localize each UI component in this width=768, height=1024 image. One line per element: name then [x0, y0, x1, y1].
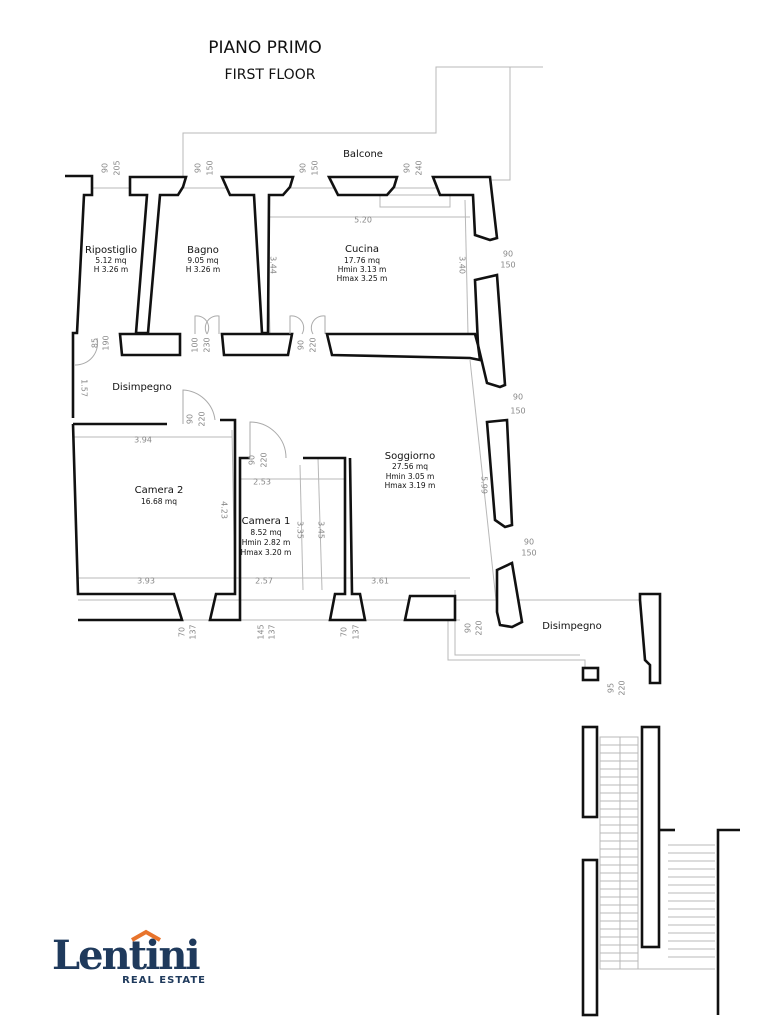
room-camera1-area: 8.52 mq: [250, 528, 281, 537]
room-ripostiglio-height: H 3.26 m: [94, 265, 128, 274]
room-cucina-name: Cucina: [345, 244, 379, 255]
dimension-label: 3.35: [296, 521, 305, 539]
room-bagno-area: 9.05 mq: [187, 256, 218, 265]
dimension-label: 220: [618, 680, 627, 695]
room-ripostiglio-area: 5.12 mq: [95, 256, 126, 265]
dimension-label: 90: [297, 340, 306, 350]
dimension-label: 90: [101, 163, 110, 173]
dimension-label: 95: [607, 683, 616, 693]
doors: [74, 315, 326, 459]
room-camera1-hmax: Hmax 3.20 m: [241, 548, 292, 557]
room-disimpegno-name: Disimpegno: [112, 382, 172, 393]
dimension-label: 240: [415, 160, 424, 175]
room-balcone-name: Balcone: [343, 149, 383, 160]
room-camera1-hmin: Hmin 2.82 m: [242, 538, 291, 547]
dimension-label: 3.93: [137, 577, 155, 586]
dimension-label: 220: [260, 452, 269, 467]
dimension-label: 220: [309, 337, 318, 352]
dimension-label: 190: [102, 335, 111, 350]
dimension-label: 5.20: [354, 216, 372, 225]
dimension-label: 90: [186, 414, 195, 424]
dimension-label: 90: [524, 538, 534, 547]
dimension-label: 150: [206, 160, 215, 175]
dimension-label: 90: [464, 623, 473, 633]
logo-brand: Lentini: [52, 932, 200, 979]
dimension-label: 3.94: [134, 436, 152, 445]
dimension-label: 137: [268, 624, 277, 639]
room-ripostiglio-name: Ripostiglio: [85, 245, 137, 256]
dimension-label: 4.23: [220, 501, 229, 519]
company-logo: Lentini REAL ESTATE: [52, 929, 206, 986]
dimension-label: 150: [311, 160, 320, 175]
dimension-label: 150: [521, 549, 536, 558]
dimension-label: 90: [403, 163, 412, 173]
room-disimpegno2-name: Disimpegno: [542, 621, 602, 632]
logo-roof-icon: [131, 929, 161, 942]
dimension-label: 220: [475, 620, 484, 635]
room-cucina-area: 17.76 mq: [344, 256, 380, 265]
dimension-label: 85: [91, 338, 100, 348]
dimension-label: 150: [500, 261, 515, 270]
dimension-label: 2.53: [253, 478, 271, 487]
dimension-label: 2.57: [255, 577, 273, 586]
dimension-label: 150: [510, 407, 525, 416]
room-soggiorno-area: 27.56 mq: [392, 462, 428, 471]
dimension-label: 5.99: [480, 476, 489, 494]
logo-tagline: REAL ESTATE: [122, 975, 206, 986]
dimension-label: 100: [191, 337, 200, 352]
plan-subtitle: FIRST FLOOR: [225, 67, 316, 83]
dimension-label: 220: [198, 411, 207, 426]
room-bagno-height: H 3.26 m: [186, 265, 220, 274]
dimension-label: 3.44: [269, 256, 278, 274]
room-soggiorno-hmin: Hmin 3.05 m: [386, 472, 435, 481]
dimension-label: 3.45: [317, 521, 326, 539]
dimension-label: 70: [178, 627, 187, 637]
room-soggiorno-name: Soggiorno: [385, 451, 435, 462]
dimension-label: 137: [189, 624, 198, 639]
dimension-label: 3.61: [371, 577, 389, 586]
room-bagno-name: Bagno: [187, 245, 219, 256]
staircase: [599, 736, 715, 970]
dimension-label: 145: [257, 624, 266, 639]
dimension-label: 90: [299, 163, 308, 173]
dimension-label: 137: [352, 624, 361, 639]
dimension-label: 70: [340, 627, 349, 637]
room-labels: Balcone Ripostiglio 5.12 mq H 3.26 m Bag…: [85, 149, 602, 632]
dimension-label: 1.57: [80, 379, 89, 397]
dimension-label: 90: [194, 163, 203, 173]
plan-title: PIANO PRIMO: [208, 38, 322, 58]
walls: [65, 174, 740, 1017]
dimension-label: 230: [203, 337, 212, 352]
dimension-label: 90: [503, 250, 513, 259]
dimension-label: 90: [513, 393, 523, 402]
room-soggiorno-hmax: Hmax 3.19 m: [385, 481, 436, 490]
dimension-label: 3.40: [458, 256, 467, 274]
room-camera2-area: 16.68 mq: [141, 497, 177, 506]
room-camera1-name: Camera 1: [242, 516, 291, 527]
dimension-label: 205: [113, 160, 122, 175]
room-cucina-hmax: Hmax 3.25 m: [337, 274, 388, 283]
dimension-label: 90: [248, 455, 257, 465]
room-camera2-name: Camera 2: [135, 485, 184, 496]
room-cucina-hmin: Hmin 3.13 m: [338, 265, 387, 274]
